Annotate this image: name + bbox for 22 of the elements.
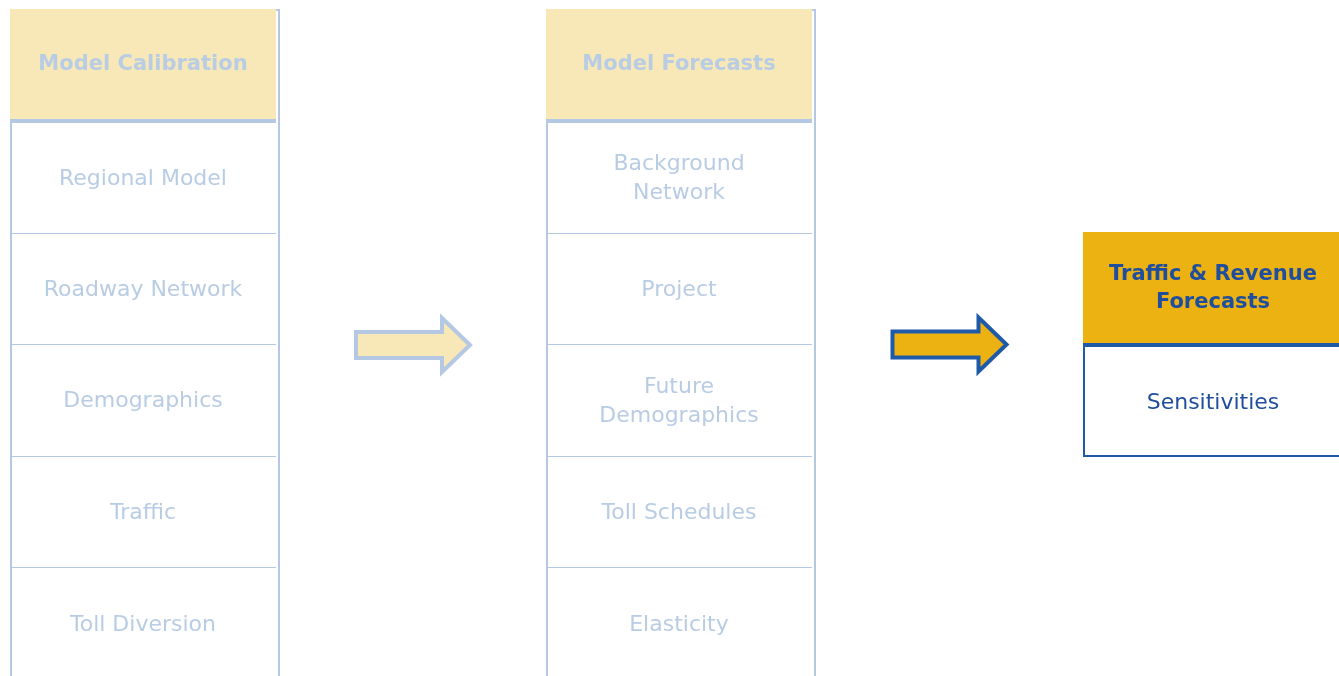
- row-text: Roadway Network: [43, 274, 243, 303]
- row-text: Background Network: [612, 149, 746, 206]
- header-text: Model Forecasts: [582, 50, 776, 78]
- table-column: [1083, 232, 1339, 457]
- header-text: Traffic & Revenue Forecasts: [1108, 260, 1318, 315]
- block-arrow: [890, 312, 1010, 377]
- row-text: Future Demographics: [598, 371, 760, 429]
- block-arrow: [354, 313, 473, 377]
- column-header: [1083, 232, 1339, 346]
- row-text: Regional Model: [59, 163, 227, 192]
- row-text: Toll Schedules: [601, 497, 757, 526]
- row-text: Project: [641, 274, 717, 303]
- table-column: [10, 9, 280, 676]
- column-header: [10, 9, 276, 122]
- column-header: [546, 9, 812, 122]
- header-text: Model Calibration: [38, 50, 248, 78]
- row-text: Sensitivities: [1146, 387, 1280, 416]
- table-column: [546, 9, 816, 676]
- row-text: Traffic: [109, 497, 177, 526]
- row-text: Elasticity: [629, 610, 729, 639]
- row-text: Toll Diversion: [70, 610, 216, 639]
- row-text: Demographics: [63, 386, 223, 415]
